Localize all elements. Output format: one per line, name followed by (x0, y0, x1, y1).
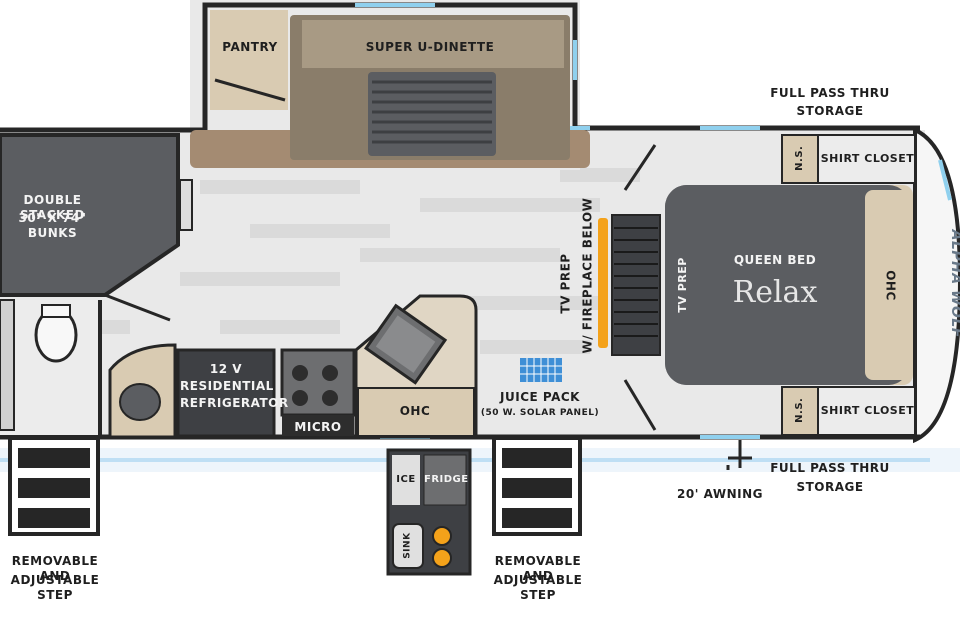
bunks (0, 133, 180, 297)
right-step-line1: REMOVABLE AND (494, 554, 582, 583)
storage-top-line1: FULL PASS THRU (770, 86, 890, 100)
tv-prep-bedroom-label: TV PREP (676, 257, 690, 313)
fridge-label-line3: REFRIGERATOR (180, 396, 289, 410)
tv-prep-fireplace-line1: TV PREP (558, 253, 573, 314)
brand-logo: ALPHA WOLF (947, 229, 960, 338)
kitchen-ohc (357, 387, 475, 437)
juice-pack-label: JUICE PACK (500, 390, 580, 404)
micro-label: MICRO (294, 420, 342, 434)
queen-bed-label: QUEEN BED (733, 253, 817, 267)
awning-label: 20' AWNING (677, 487, 763, 501)
sink-label: SINK (402, 532, 413, 559)
ns-bottom-box (781, 386, 819, 436)
fridge-label-line2: RESIDENTIAL (180, 379, 274, 393)
storage-bottom-line2: STORAGE (796, 480, 864, 494)
left-step-line1: REMOVABLE AND (11, 554, 99, 583)
kitchen-sink (363, 303, 448, 385)
outdoor-burner-2 (432, 548, 452, 568)
pantry-label: PANTRY (222, 40, 278, 54)
right-step (492, 436, 582, 536)
bed-mattress (665, 185, 865, 385)
outdoor-sink (392, 523, 424, 569)
shower (0, 299, 15, 431)
pantry-box (210, 10, 288, 110)
microwave (282, 415, 354, 436)
bunks-label-line2: 30" X 74" BUNKS (18, 211, 87, 240)
dinette-back (302, 20, 564, 68)
shirt-closet-bottom-label: SHIRT CLOSET (820, 404, 915, 417)
fireplace-unit (611, 214, 661, 356)
closet-bottom-box (817, 386, 916, 436)
floor-planks (20, 168, 640, 354)
outdoor-fridge-label: FRIDGE (424, 474, 469, 485)
ice-box (392, 455, 420, 505)
stove (280, 348, 356, 417)
fireplace-glow (598, 218, 608, 348)
bunks-label-line1: DOUBLE STACKED (20, 193, 85, 222)
ns-bottom-label: N.S. (793, 397, 805, 423)
bed-ohc-label: OHC (883, 270, 898, 301)
kitchen-ohc-label: OHC (399, 404, 431, 418)
burners (292, 365, 338, 406)
outdoor-burner-1 (432, 526, 452, 546)
storage-bottom-line1: FULL PASS THRU (770, 461, 890, 475)
bunk-door (104, 293, 171, 322)
pantry-door (214, 78, 286, 102)
solar-panel-label: (50 W. SOLAR PANEL) (480, 408, 600, 418)
outdoor-fridge (423, 454, 467, 506)
fireplace-lines (614, 227, 658, 337)
closet-top-box (817, 134, 916, 184)
right-step-line2: ADJUSTABLE STEP (493, 573, 583, 602)
storage-top-line2: STORAGE (796, 104, 864, 118)
bunk-ladder (179, 179, 193, 231)
awning-bracket (726, 440, 752, 470)
tv-prep-fireplace-line2: W/ FIREPLACE BELOW (580, 197, 595, 354)
ice-label: ICE (396, 474, 416, 485)
fridge-label-line1: 12 V (209, 362, 243, 376)
shirt-closet-top-label: SHIRT CLOSET (820, 152, 915, 165)
toilet-tank (41, 304, 71, 318)
dinette-label: SUPER U-DINETTE (365, 40, 495, 54)
vanity-sink (119, 383, 161, 421)
bed-ohc (865, 190, 911, 380)
relax-logo: Relax (732, 275, 818, 310)
refrigerator (176, 348, 276, 438)
left-step-line2: ADJUSTABLE STEP (10, 573, 100, 602)
bedroom-doors (623, 144, 657, 431)
dinette-table-lines (372, 80, 492, 144)
left-step (8, 436, 100, 536)
solar-grid (520, 358, 562, 382)
ns-top-label: N.S. (793, 145, 805, 171)
